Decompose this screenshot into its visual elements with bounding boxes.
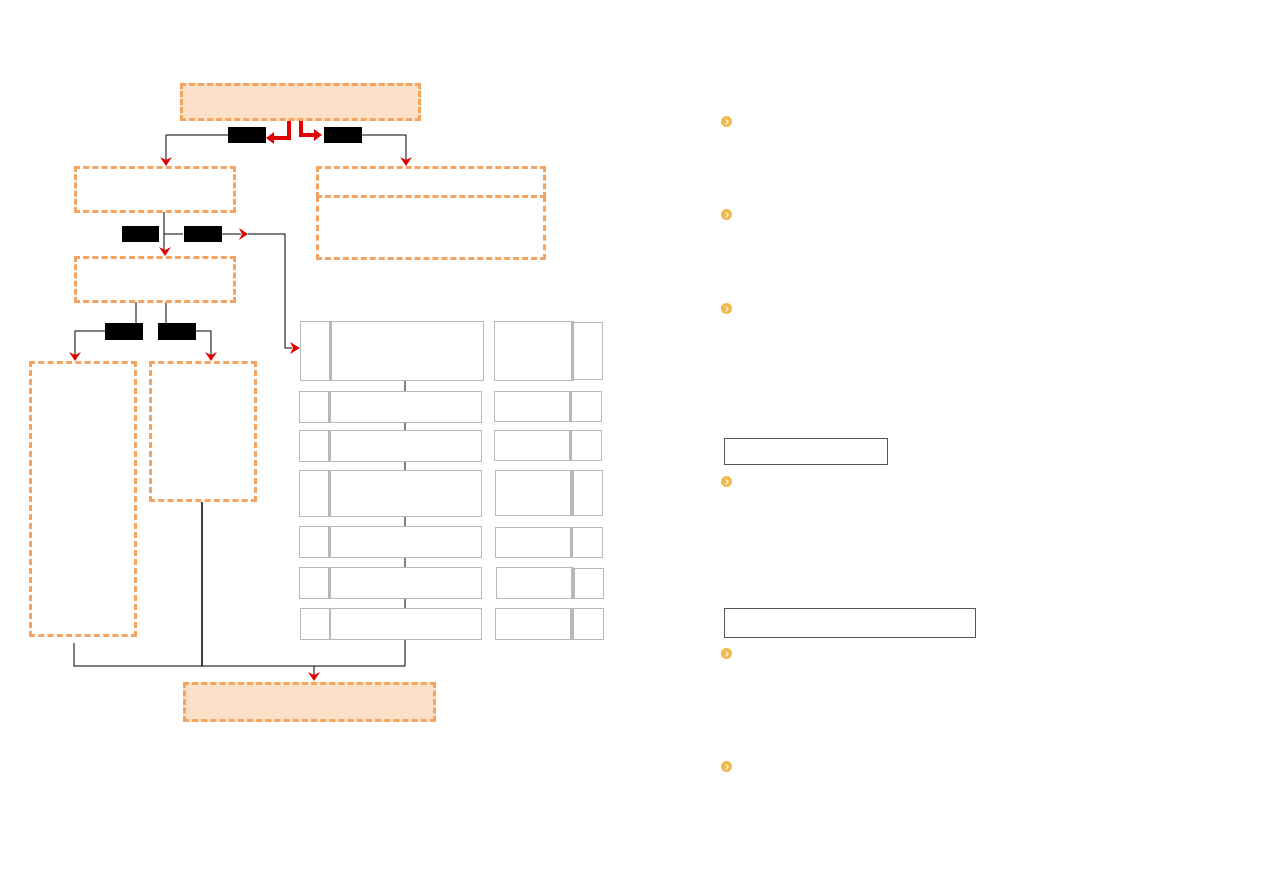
side-box xyxy=(494,430,572,461)
start-node xyxy=(180,83,421,121)
arrow-circle-icon xyxy=(721,116,732,127)
branch-right-header xyxy=(316,166,546,198)
note-field xyxy=(724,608,976,638)
label-branch-right xyxy=(324,127,362,143)
step-box xyxy=(330,430,482,462)
side-box xyxy=(494,391,572,422)
side-id xyxy=(573,470,603,516)
step-id xyxy=(299,470,331,517)
step-id xyxy=(299,526,331,558)
arrow-circle-icon xyxy=(721,476,732,487)
side-box xyxy=(494,321,574,381)
arrow-circle-icon xyxy=(721,648,732,659)
step-id xyxy=(299,430,331,462)
middle-node xyxy=(74,256,236,303)
step-box xyxy=(330,526,482,558)
step-box xyxy=(330,608,482,640)
side-id xyxy=(572,527,603,558)
label-branch-left xyxy=(228,127,266,143)
step-box xyxy=(330,391,482,423)
step-id xyxy=(300,608,332,640)
arrow-circle-icon xyxy=(721,761,732,772)
side-id xyxy=(574,568,604,599)
label-middle-left xyxy=(122,226,159,242)
note-field xyxy=(724,438,888,465)
step-id xyxy=(299,567,331,599)
step-box xyxy=(330,470,482,517)
connector-middle-split xyxy=(69,302,217,361)
connector-converge xyxy=(73,502,406,681)
end-node xyxy=(183,682,436,722)
arrow-circle-icon xyxy=(721,209,732,220)
branch-right-body xyxy=(316,196,546,260)
side-id xyxy=(571,430,602,461)
branch-left-node xyxy=(74,166,236,213)
bottom-left-node xyxy=(29,361,137,637)
connector-left-down xyxy=(159,212,300,354)
side-id xyxy=(571,391,602,422)
side-box xyxy=(495,608,573,640)
side-box xyxy=(495,470,573,516)
label-lower-left xyxy=(105,323,143,340)
step-id xyxy=(299,391,331,423)
side-id xyxy=(573,608,604,640)
arrow-circle-icon xyxy=(721,303,732,314)
bottom-mid-node xyxy=(149,361,257,502)
step-id xyxy=(300,321,332,381)
label-middle-right xyxy=(184,226,222,242)
side-id xyxy=(573,322,603,380)
step-box xyxy=(330,567,482,599)
label-lower-right xyxy=(158,323,196,340)
flow-connectors xyxy=(69,120,412,681)
side-box xyxy=(496,567,574,599)
step-box xyxy=(331,321,484,381)
connector-start-split xyxy=(160,120,412,166)
side-box xyxy=(495,527,573,558)
